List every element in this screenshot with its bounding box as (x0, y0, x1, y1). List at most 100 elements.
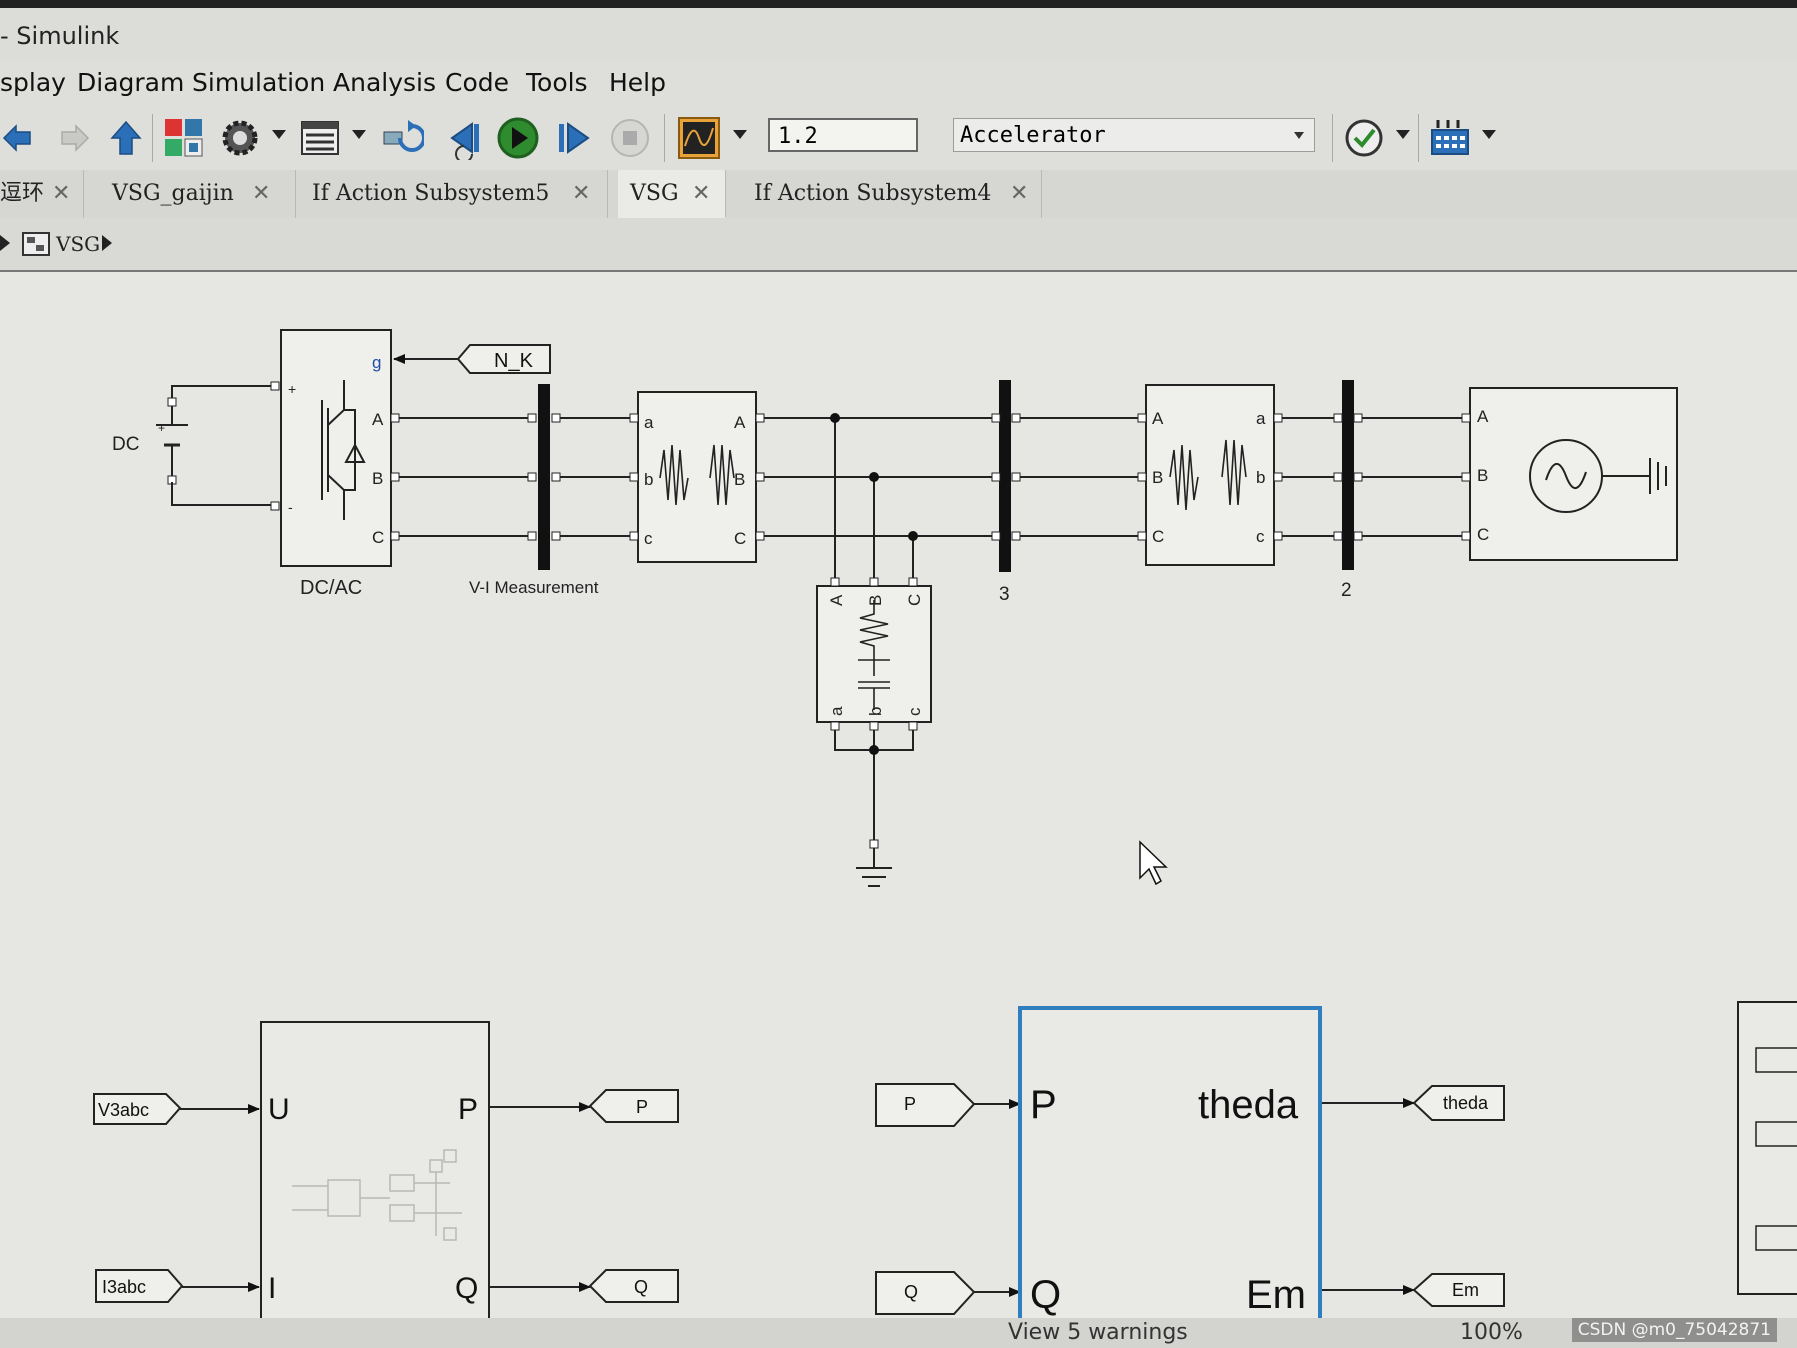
update-diagram-icon[interactable] (380, 116, 424, 160)
bus-3-label: 3 (999, 584, 1010, 605)
line2-port-a: a (1256, 409, 1266, 428)
ground-block[interactable] (856, 839, 892, 887)
step-back-icon[interactable] (442, 116, 486, 160)
phase-wires-4[interactable] (1020, 417, 1138, 537)
line1-port-b: b (644, 470, 653, 489)
scope-icon[interactable] (677, 116, 721, 160)
chevron-right-icon[interactable] (102, 235, 112, 251)
explorer-dropdown-icon[interactable] (352, 130, 366, 139)
block-diagram: DC + + - g A B C DC/AC N_K (93, 329, 1797, 1318)
vsg-port-theda: theda (1198, 1083, 1299, 1127)
inverter-port-minus: - (288, 499, 293, 515)
from-i3abc-block[interactable]: I3abc (95, 1269, 184, 1303)
dc-plus-wire[interactable] (171, 385, 275, 388)
goto-p-block[interactable]: P (588, 1089, 679, 1123)
menu-analysis[interactable]: Analysis (333, 68, 437, 97)
vi-measurement-block[interactable]: V-I Measurement (469, 384, 599, 597)
back-arrow-icon[interactable] (0, 116, 44, 160)
svg-text:+: + (158, 421, 165, 435)
junction-b (869, 472, 879, 482)
line-impedance-block-2[interactable]: A B C a b c (1137, 384, 1283, 566)
goto-nk-block[interactable]: N_K (456, 344, 551, 374)
breadcrumb-model[interactable]: VSG (56, 232, 101, 256)
menu-help[interactable]: Help (609, 68, 666, 97)
breadcrumb: VSG (0, 218, 1797, 272)
stop-icon[interactable] (608, 116, 652, 160)
model-advisor-icon[interactable] (1342, 116, 1386, 160)
line1-port-B: B (734, 470, 745, 489)
expand-icon[interactable] (0, 235, 10, 251)
from-p-label: P (904, 1094, 916, 1114)
close-icon[interactable]: ✕ (572, 181, 591, 206)
bus-2-block[interactable]: 2 (1333, 380, 1363, 601)
rlc-load-block[interactable]: A B C a b c (816, 577, 932, 731)
dc-source-block[interactable]: DC + (112, 388, 188, 485)
dc-label: DC (112, 434, 139, 455)
goto-q-label: Q (634, 1277, 648, 1297)
tab-vsg-gaijin[interactable]: VSG_gaijin ✕ (100, 170, 296, 218)
scope-dropdown-icon[interactable] (733, 130, 747, 139)
close-icon[interactable]: ✕ (692, 181, 711, 206)
up-arrow-icon[interactable] (104, 116, 148, 160)
menu-display[interactable]: splay (0, 68, 66, 97)
close-icon[interactable]: ✕ (52, 181, 71, 206)
toolbar: 1.2 Accelerator (0, 106, 1797, 171)
model-canvas[interactable]: DC + + - g A B C DC/AC N_K (0, 272, 1797, 1318)
pq-calculation-subsystem[interactable]: U I P Q (260, 1021, 490, 1318)
tab-if-action-subsystem5[interactable]: If Action Subsystem5 ✕ (300, 170, 608, 218)
line2-port-B: B (1152, 468, 1163, 487)
stop-time-input[interactable]: 1.2 (768, 118, 918, 152)
build-dropdown-icon[interactable] (1482, 130, 1496, 139)
menu-tools[interactable]: Tools (526, 68, 588, 97)
simulation-mode-select[interactable]: Accelerator (953, 118, 1315, 152)
phase-wires-1[interactable] (399, 417, 528, 537)
phase-wires-2[interactable] (560, 417, 630, 537)
model-settings-icon[interactable] (218, 116, 262, 160)
inverter-block[interactable]: + - g A B C DC/AC (270, 329, 400, 599)
close-icon[interactable]: ✕ (252, 181, 271, 206)
line-impedance-block-1[interactable]: a b c A B C (629, 391, 765, 563)
line2-port-b: b (1256, 468, 1265, 487)
forward-arrow-icon[interactable] (48, 116, 92, 160)
inverter-port-c: C (372, 528, 384, 547)
advisor-dropdown-icon[interactable] (1396, 130, 1410, 139)
run-icon[interactable] (496, 116, 540, 160)
menu-code[interactable]: Code (445, 68, 510, 97)
load-port-A: A (827, 594, 846, 606)
build-icon[interactable] (1428, 116, 1472, 160)
vsg-port-p: P (1030, 1083, 1057, 1127)
vsg-control-subsystem[interactable]: P Q theda Em (1018, 1006, 1322, 1318)
partial-subsystem-block[interactable] (1737, 1001, 1797, 1295)
close-icon[interactable]: ✕ (1010, 181, 1029, 206)
toolbar-separator (152, 114, 153, 162)
line1-port-A: A (734, 413, 746, 432)
warnings-link[interactable]: View 5 warnings (1008, 1320, 1188, 1345)
dc-minus-wire[interactable] (171, 482, 275, 506)
from-v3abc-block[interactable]: V3abc (93, 1093, 182, 1125)
pq-port-u: U (268, 1093, 290, 1126)
model-explorer-icon[interactable] (298, 116, 342, 160)
goto-theda-block[interactable]: theda (1412, 1085, 1505, 1121)
phase-wires-5[interactable] (1282, 417, 1334, 537)
subsystem-preview-icon (292, 1149, 462, 1241)
goto-em-block[interactable]: Em (1412, 1273, 1505, 1307)
junction-c (908, 531, 918, 541)
menu-diagram[interactable]: Diagram (77, 68, 185, 97)
library-browser-icon[interactable] (162, 116, 206, 160)
settings-dropdown-icon[interactable] (272, 130, 286, 139)
phase-wires-6[interactable] (1362, 417, 1462, 537)
step-forward-icon[interactable] (552, 116, 596, 160)
three-phase-source-block[interactable]: A B C (1461, 387, 1678, 561)
tab-vsg[interactable]: VSG ✕ (618, 170, 726, 218)
phase-wires-3[interactable] (764, 417, 992, 578)
from-p-block[interactable]: P (875, 1083, 976, 1127)
tab-label: VSG_gaijin (112, 181, 234, 206)
tab-if-action-subsystem4[interactable]: If Action Subsystem4 ✕ (742, 170, 1042, 218)
from-q-label: Q (904, 1282, 918, 1302)
bus-3-block[interactable]: 3 (991, 380, 1021, 605)
vsg-port-q: Q (1030, 1273, 1061, 1317)
goto-q-block[interactable]: Q (588, 1269, 679, 1303)
menu-simulation[interactable]: Simulation (192, 68, 326, 97)
tab-closed-loop[interactable]: 逗环 ✕ (0, 170, 84, 218)
from-q-block[interactable]: Q (875, 1271, 976, 1315)
